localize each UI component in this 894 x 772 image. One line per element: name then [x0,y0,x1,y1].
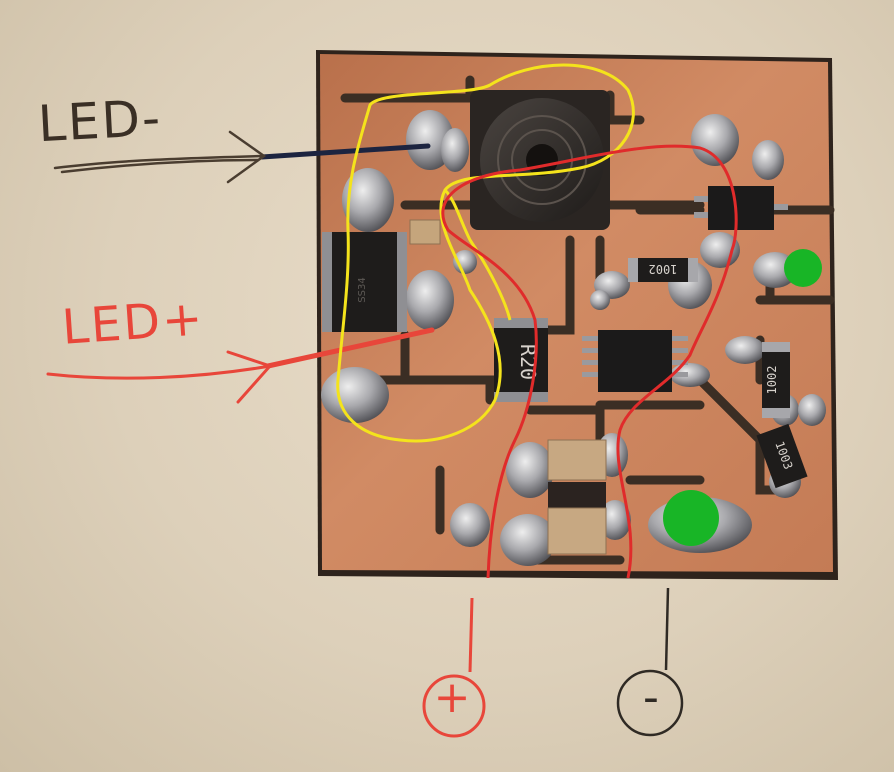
resistor-marking-1002: 1002 [765,366,779,395]
led-minus-label: LED- [36,88,164,154]
resistor-marking-1002: 1002 [649,262,678,276]
green-marker-dot [784,249,822,287]
solder-joint [450,503,490,547]
led-minus-arrow [53,130,267,184]
minus-symbol-circle [616,669,684,737]
led-plus-wire [265,327,435,369]
input-capacitors [547,439,607,555]
solder-joint [506,442,554,498]
plus-lead-line [468,597,474,673]
resistor-1003: 1003 [756,423,808,489]
minus-lead-line [664,587,670,671]
solder-joint [453,250,477,274]
led-plus-arrow [46,350,273,404]
solder-joint [798,394,826,426]
transistor [694,186,788,230]
led-minus-wire [259,143,431,160]
green-marker-dot [663,490,719,546]
capacitor-small [409,219,441,245]
resistor-1002-b: 1002 [762,342,790,418]
solder-joint [590,290,610,310]
solder-joint [342,168,394,232]
solder-joints [321,110,826,566]
solder-joint [500,514,556,566]
schottky-diode: SS34 [322,232,407,332]
supply-minus-symbol: - [643,672,659,723]
solder-joint [725,336,765,364]
solder-joint [691,114,739,166]
led-plus-label: LED+ [60,290,207,356]
solder-joint [752,140,784,180]
yellow-highlight-inner [443,188,512,321]
plus-symbol-circle [422,674,486,738]
controller-ic [582,330,688,392]
red-highlight-outline [441,144,738,579]
sense-resistor: R20 [494,318,548,402]
svg-text:SS34: SS34 [357,277,368,302]
solder-joint [406,270,454,330]
yellow-highlight-outline [336,63,635,443]
supply-plus-symbol: + [433,672,471,723]
solder-joint [599,500,631,540]
resistor-1002-a: 1002 [628,258,698,282]
solder-joint [321,367,389,423]
solder-joint [441,128,469,172]
inductor [470,90,610,230]
components: SS34 R20 [322,90,808,555]
pcb-board [316,50,838,580]
